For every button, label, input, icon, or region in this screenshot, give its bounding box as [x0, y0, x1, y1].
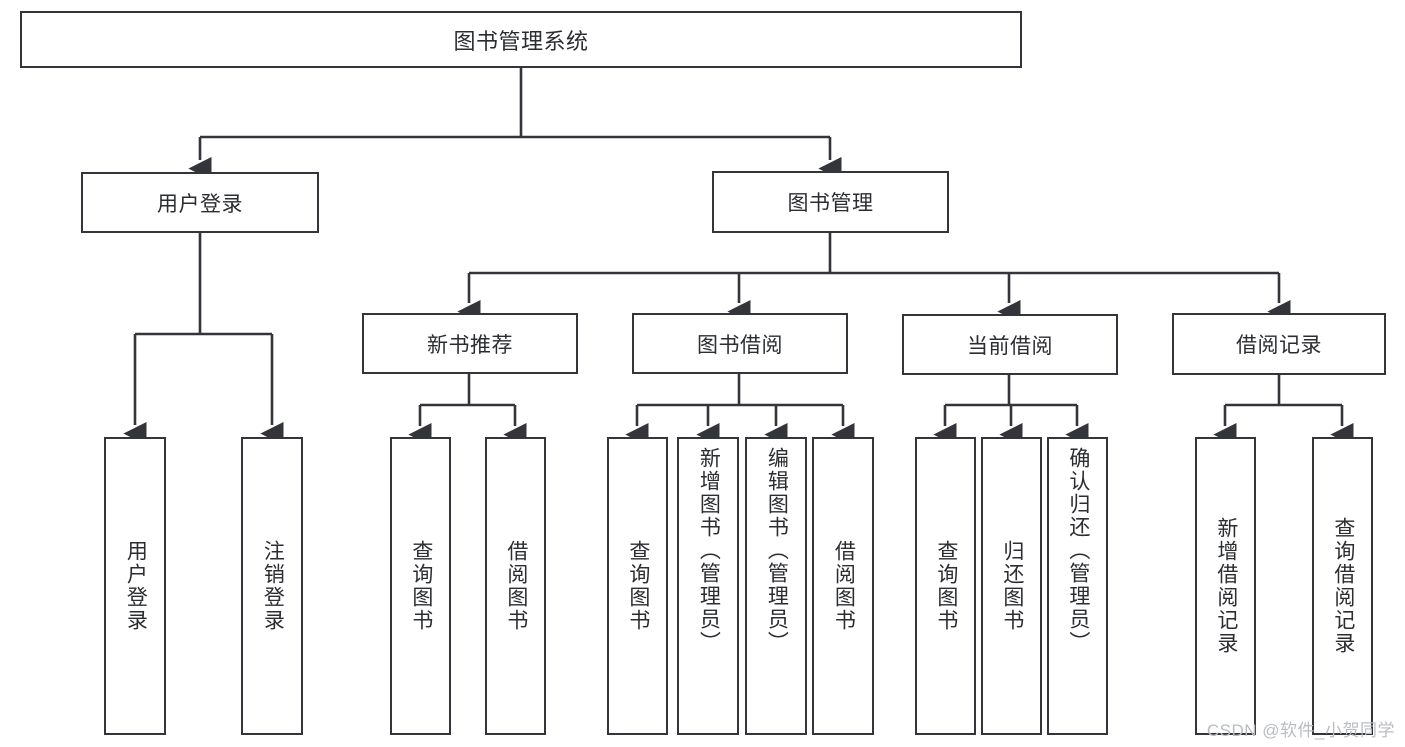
- watermark-text: CSDN @软件_小贺同学: [1206, 721, 1395, 740]
- leaf-current-borrow-1-label: 查询图书: [934, 540, 958, 632]
- node-borrow-record[interactable]: 借阅记录: [1172, 313, 1386, 375]
- leaf-current-borrow-2-label: 归还图书: [1000, 540, 1024, 632]
- leaf-book-borrow-3-label: 编辑图书（管理员）: [765, 447, 789, 654]
- leaf-book-borrow-3[interactable]: 编辑图书（管理员）: [745, 437, 807, 735]
- leaf-book-borrow-2[interactable]: 新增图书（管理员）: [677, 437, 739, 735]
- leaf-borrow-record-1[interactable]: 新增借阅记录: [1195, 437, 1256, 735]
- leaf-current-borrow-2[interactable]: 归还图书: [981, 437, 1042, 735]
- leaf-book-borrow-2-label: 新增图书（管理员）: [697, 447, 721, 654]
- leaf-current-borrow-3[interactable]: 确认归还（管理员）: [1047, 437, 1108, 735]
- node-root[interactable]: 图书管理系统: [20, 11, 1022, 68]
- leaf-new-book-2[interactable]: 借阅图书: [485, 437, 546, 735]
- leaf-user-login-1-label: 用户登录: [124, 540, 148, 632]
- node-user-login-label: 用户登录: [157, 192, 243, 216]
- node-current-borrow[interactable]: 当前借阅: [902, 314, 1118, 375]
- node-book-borrow-label: 图书借阅: [697, 333, 783, 357]
- leaf-new-book-1-label: 查询图书: [409, 540, 433, 632]
- node-book-borrow[interactable]: 图书借阅: [632, 313, 848, 374]
- leaf-book-borrow-1-label: 查询图书: [626, 540, 650, 632]
- node-book-manage-label: 图书管理: [787, 192, 874, 215]
- node-root-label: 图书管理系统: [453, 28, 589, 54]
- leaf-new-book-2-label: 借阅图书: [504, 540, 528, 632]
- leaf-user-login-2-label: 注销登录: [261, 540, 285, 632]
- node-new-book-recommend[interactable]: 新书推荐: [362, 313, 578, 374]
- leaf-new-book-1[interactable]: 查询图书: [390, 437, 451, 735]
- leaf-book-borrow-4[interactable]: 借阅图书: [812, 437, 874, 735]
- leaf-current-borrow-3-label: 确认归还（管理员）: [1066, 447, 1090, 654]
- node-book-manage[interactable]: 图书管理: [712, 171, 949, 233]
- leaf-book-borrow-1[interactable]: 查询图书: [607, 437, 668, 735]
- leaf-borrow-record-1-label: 新增借阅记录: [1214, 517, 1238, 655]
- node-user-login[interactable]: 用户登录: [81, 172, 319, 233]
- leaf-current-borrow-1[interactable]: 查询图书: [915, 437, 976, 735]
- leaf-borrow-record-2-label: 查询借阅记录: [1331, 517, 1355, 655]
- node-new-book-recommend-label: 新书推荐: [427, 333, 513, 357]
- node-current-borrow-label: 当前借阅: [967, 334, 1053, 358]
- leaf-borrow-record-2[interactable]: 查询借阅记录: [1312, 437, 1373, 735]
- node-borrow-record-label: 借阅记录: [1236, 334, 1322, 357]
- leaf-user-login-1[interactable]: 用户登录: [104, 437, 166, 735]
- leaf-book-borrow-4-label: 借阅图书: [832, 540, 856, 632]
- leaf-user-login-2[interactable]: 注销登录: [241, 437, 303, 735]
